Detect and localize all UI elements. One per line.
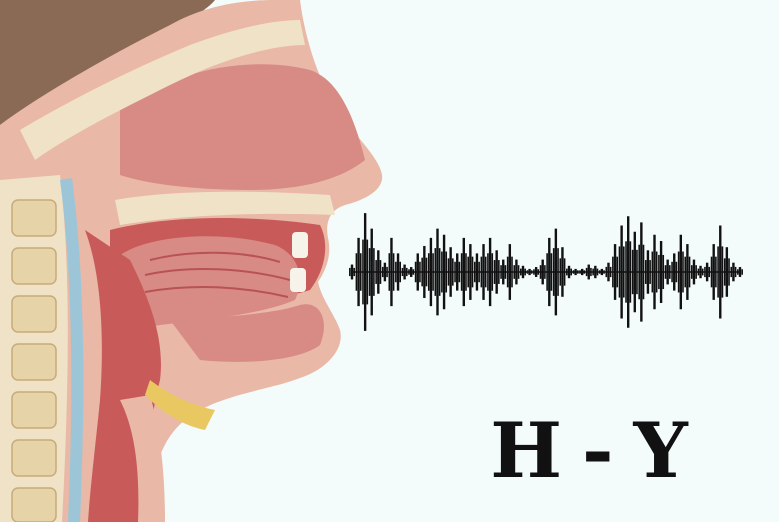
caption-right-letter: Y bbox=[634, 406, 690, 495]
phoneme-caption: H - Y bbox=[470, 400, 710, 500]
caption-left-letter: H bbox=[490, 406, 564, 495]
sound-waveform bbox=[350, 213, 742, 331]
upper-tooth bbox=[292, 232, 308, 258]
caption-separator: - bbox=[582, 406, 616, 495]
vertebrae bbox=[12, 200, 56, 522]
lower-tooth bbox=[290, 268, 306, 292]
